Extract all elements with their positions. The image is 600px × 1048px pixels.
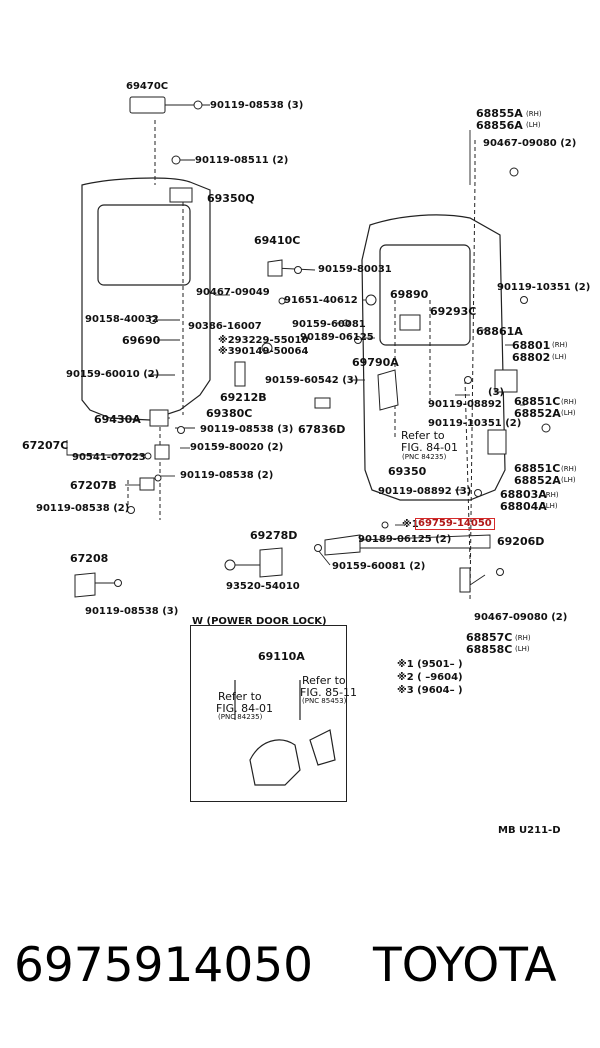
- part-90119-08511-2: 90119-08511 (2): [195, 155, 289, 166]
- part-69690: 69690: [122, 334, 161, 347]
- part-68803A: 68803A: [500, 488, 547, 501]
- part-68861A: 68861A: [476, 325, 523, 338]
- part-90119-10351-2: 90119-10351 (2): [497, 282, 591, 293]
- part-67207B: 67207B: [70, 479, 117, 492]
- part-69470C: 69470C: [126, 81, 169, 92]
- brand-name: TOYOTA: [373, 938, 557, 993]
- part-hinge-69470C: [129, 96, 166, 114]
- part-69890: 69890: [390, 288, 429, 301]
- part-69350: 69350: [388, 465, 427, 478]
- power-door-lock-box: [190, 625, 347, 802]
- part-68852A-b: 68852A: [514, 474, 561, 487]
- part-68802: 68802: [512, 351, 551, 364]
- note-1: ※1 (9501– ): [397, 659, 463, 670]
- power-door-lock-title: W (POWER DOOR LOCK): [192, 616, 327, 627]
- right-door-outline: [361, 214, 506, 501]
- part-90159-80031: 90159-80031: [318, 264, 392, 275]
- refer-text: Refer to: [401, 429, 445, 442]
- part-68804A: 68804A: [500, 500, 547, 513]
- diagram-drawing: [66, 96, 551, 786]
- right-door-window: [379, 244, 471, 346]
- part-67207C: 67207C: [22, 439, 69, 452]
- part-69278D: 69278D: [250, 529, 298, 542]
- part-90158-40032: 90158-40032: [85, 314, 159, 325]
- part-90119-08538-3b: 90119-08538 (3): [200, 424, 294, 435]
- part-90189-06125: 90189-06125: [300, 332, 374, 343]
- part-69430A: 69430A: [94, 413, 141, 426]
- part-90119-08538-3: 90119-08538 (3): [210, 100, 304, 111]
- part-68852A: 68852A: [514, 407, 561, 420]
- note-2: ※2 ( –9604): [397, 672, 463, 683]
- refer-fig: FIG. 84-01: [401, 441, 459, 454]
- part-90159-60542-3: 90159-60542 (3): [265, 375, 359, 386]
- part-69380C: 69380C: [206, 407, 253, 420]
- part-69212B: 69212B: [220, 391, 267, 404]
- part-68851C: 68851C: [514, 395, 561, 408]
- part-90119-08892-3: 90119-08892 (3): [378, 486, 472, 497]
- part-69790A: 69790A: [352, 356, 399, 369]
- part-90119-08538-3c: 90119-08538 (3): [85, 606, 179, 617]
- part-68857C: 68857C: [466, 631, 513, 644]
- part-90159-60010-2: 90159-60010 (2): [66, 369, 160, 380]
- part-90467-09080-2b: 90467-09080 (2): [474, 612, 568, 623]
- part-90119-10351-2b: 90119-10351 (2): [428, 418, 522, 429]
- part-90386-16007: 90386-16007: [188, 321, 262, 332]
- part-69293C: 69293C: [430, 305, 477, 318]
- part-90159-60081: 90159-60081: [292, 319, 366, 330]
- part-68855A: 68855A: [476, 107, 523, 120]
- part-68851C-b: 68851C: [514, 462, 561, 475]
- part-90119-08538-2b: 90119-08538 (2): [36, 503, 130, 514]
- part-68856A: 68856A: [476, 119, 523, 132]
- part-90119-08538-2: 90119-08538 (2): [180, 470, 274, 481]
- highlighted-part-69759-14050: 69759-14050: [415, 518, 495, 530]
- left-door-window: [97, 204, 191, 286]
- part-91651-40612: 91651-40612: [284, 295, 358, 306]
- diagram-code: MB U211-D: [498, 825, 561, 836]
- part-90159-80020-2: 90159-80020 (2): [190, 442, 284, 453]
- part-69206D: 69206D: [497, 535, 545, 548]
- part-293229-55010: ※293229-55010: [218, 335, 309, 346]
- part-bracket-67208: [74, 572, 96, 598]
- part-90119-08892: 90119-08892: [428, 399, 502, 410]
- part-90159-60081-2: 90159-60081 (2): [332, 561, 426, 572]
- part-number: 6975914050: [14, 938, 314, 993]
- part-90541-07023: 90541-07023: [72, 452, 146, 463]
- part-90467-09080-2: 90467-09080 (2): [483, 138, 577, 149]
- part-69110A: 69110A: [258, 650, 305, 663]
- mark-1: ※1: [402, 519, 419, 530]
- left-door-outline: [81, 177, 211, 421]
- part-90189-06125-2: 90189-06125 (2): [358, 534, 452, 545]
- parts-diagram: 69470C 90119-08538 (3) 90119-08511 (2) 6…: [22, 81, 591, 836]
- part-69410C: 69410C: [254, 234, 301, 247]
- refer-pnc: (PNC 84235): [402, 453, 447, 461]
- part-67836D: 67836D: [298, 423, 346, 436]
- part-68801: 68801: [512, 339, 551, 352]
- caption: 6975914050 TOYOTA: [0, 930, 600, 1010]
- part-93520-54010: 93520-54010: [226, 581, 300, 592]
- part-67208: 67208: [70, 552, 109, 565]
- part-390149-50064: ※390149-50064: [218, 346, 309, 357]
- part-69350Q: 69350Q: [207, 192, 255, 205]
- part-90467-09049: 90467-09049: [196, 287, 270, 298]
- note-3: ※3 (9604– ): [397, 685, 463, 696]
- part-68858C: 68858C: [466, 643, 513, 656]
